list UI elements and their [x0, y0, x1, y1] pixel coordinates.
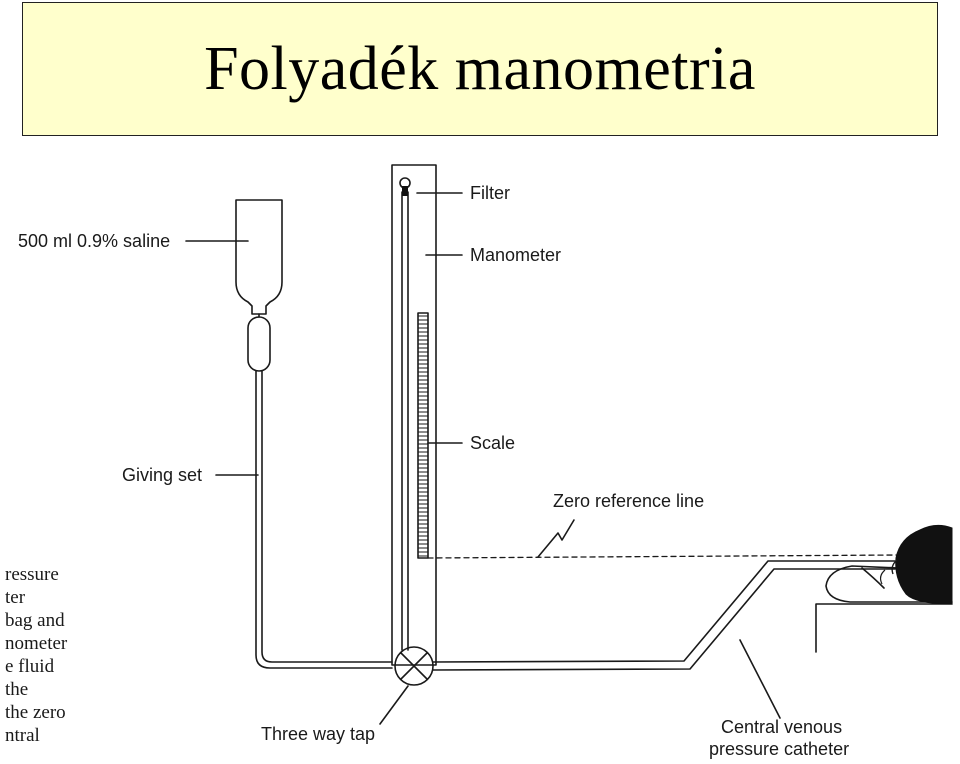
- side-text-line: bag and: [5, 610, 65, 631]
- cvp-catheter: [432, 560, 896, 663]
- side-text-line: nometer: [5, 633, 68, 654]
- saline-bag: [235, 199, 283, 315]
- label-manometer: Manometer: [470, 245, 561, 265]
- label-zero-reference: Zero reference line: [553, 491, 704, 511]
- side-text-line: the: [5, 679, 28, 700]
- title-banner: Folyadék manometria: [22, 2, 938, 136]
- side-text-line: ressure: [5, 564, 59, 585]
- label-filter: Filter: [470, 183, 510, 203]
- patient-body: [825, 565, 953, 603]
- scale-ticks: [418, 315, 428, 557]
- giving-set-tube: [255, 370, 393, 669]
- label-cvp-line2: pressure catheter: [709, 739, 849, 759]
- patient-head: [895, 524, 953, 605]
- label-cvp-line1: Central venous: [721, 717, 842, 737]
- manometer-board: [391, 164, 437, 666]
- three-way-tap-icon: [394, 646, 434, 686]
- zero-reference-line: [427, 554, 899, 559]
- filter-block: [402, 186, 408, 196]
- label-scale: Scale: [470, 433, 515, 453]
- side-text-line: e fluid: [5, 656, 55, 677]
- slide-title: Folyadék manometria: [204, 34, 756, 103]
- label-three-way-tap: Three way tap: [261, 724, 375, 744]
- side-text-line: ntral: [5, 725, 40, 746]
- side-text-line: the zero: [5, 702, 66, 723]
- side-text-line: ter: [5, 587, 26, 608]
- bed-outline: [815, 603, 953, 653]
- label-saline: 500 ml 0.9% saline: [18, 231, 170, 251]
- drip-chamber: [247, 316, 271, 372]
- label-giving-set: Giving set: [122, 465, 202, 485]
